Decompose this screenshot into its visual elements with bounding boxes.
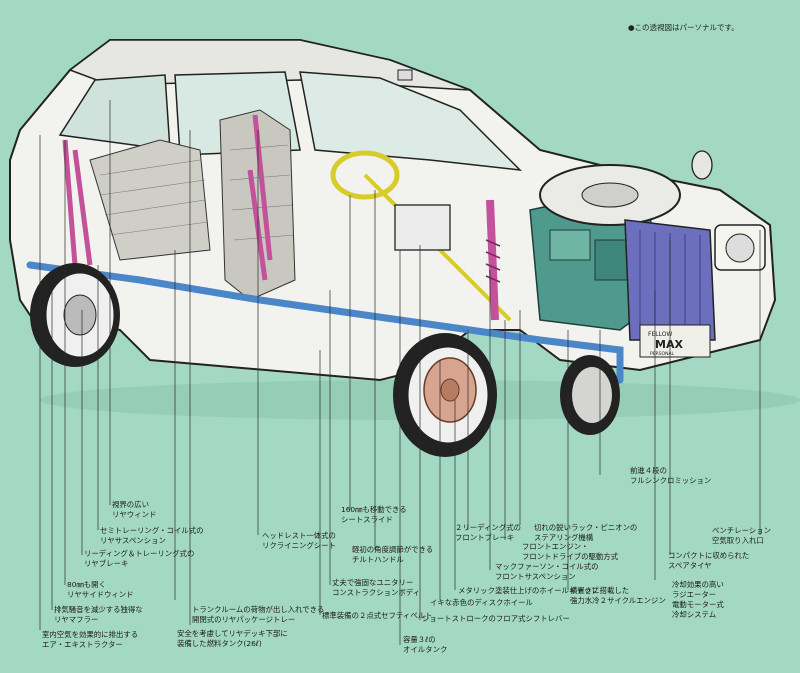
callout-front-drive: フロントエンジン・フロントドライブの駆動方式 xyxy=(522,542,619,561)
callout-reclining-seat: ヘッドレスト一体式のリクライニングシート xyxy=(262,531,336,550)
rear-wheel xyxy=(30,263,120,367)
callout-front-suspension: マックファーソン・コイル式のフロントサスペンション xyxy=(495,562,599,581)
callout-ventilation: ベンチレーション空気取り入れ口 xyxy=(712,526,771,545)
callout-wheel-cap: メタリック塗装仕上げのホイールキャップ xyxy=(458,586,599,595)
leader-lines xyxy=(39,100,761,645)
front-right-wheel xyxy=(560,355,620,435)
callout-engine: 横置きに搭載した強力水冷２サイクルエンジン xyxy=(570,586,666,605)
callout-front-brake: ２リーディング式のフロントブレーキ xyxy=(455,523,521,542)
callout-tilt-handle: 軽初の角度調節ができるチルトハンドル xyxy=(352,545,434,564)
badge-line1: FELLOW xyxy=(648,331,672,338)
callout-rear-side-window: 80㎜も開くリヤサイドウィンド xyxy=(67,580,134,599)
callout-air-extractor: 室内空気を効果的に排出するエア・エキストラクター xyxy=(42,630,139,649)
front-wheel xyxy=(393,333,497,457)
callout-disc-wheel: イキな赤色のディスクホイール xyxy=(430,598,533,607)
callout-rear-package-gate: トランクルームの荷物が出し入れできる開閉式のリヤパッケージトレー xyxy=(192,605,325,624)
front-seat xyxy=(219,109,296,301)
badge-line3: PERSONAL xyxy=(650,351,675,357)
callout-rear-window: 視界の広いリヤウィンド xyxy=(112,500,157,519)
badge-line2: MAX xyxy=(655,338,683,351)
callout-unitary-body: 丈夫で強固なユニタリーコンストラクションボディ xyxy=(332,578,421,597)
callout-seat-belt: 標準装備の２点式セフティベルト xyxy=(322,611,433,620)
callout-transmission: 前進４段のフルシンクロミッション xyxy=(630,466,712,485)
front-strut xyxy=(486,199,499,321)
callout-rear-suspension: セミトレーリング・コイル式のリヤサスペンション xyxy=(100,526,204,545)
callout-seat-slide: 160㎜も移動できるシートスライド xyxy=(341,505,407,524)
callout-steering: 切れの鋭いラック・ピニオンのステアリング機構 xyxy=(534,523,638,542)
callout-cooling: 冷却効果の高いラジエーター電動モーター式冷却システム xyxy=(672,580,724,619)
callout-fuel-tank: 安全を考慮してリヤデッキ下部に装備した燃料タンク(26ℓ) xyxy=(177,629,288,648)
callout-shift-lever: ショートストロークのフロア式シフトレバー xyxy=(422,614,570,623)
rear-strut xyxy=(62,114,273,281)
callout-rear-muffler: 排気騒音を減少する独得なリヤマフラー xyxy=(54,605,143,624)
steering-wheel xyxy=(330,150,400,200)
front-window-glass xyxy=(299,71,523,171)
page-note: ●この透視図はパーソナルです。 xyxy=(628,23,739,32)
rear-window-glass xyxy=(58,74,171,151)
callout-rear-brake: リーディング＆トレーリング式のリヤブレーキ xyxy=(84,549,195,568)
badge-plate xyxy=(639,324,711,358)
callout-spare-tire: コンパクトに収められたスペアタイヤ xyxy=(668,551,750,570)
battery xyxy=(394,204,451,251)
callout-oil-tank: 容量３ℓのオイルタンク xyxy=(403,635,448,654)
